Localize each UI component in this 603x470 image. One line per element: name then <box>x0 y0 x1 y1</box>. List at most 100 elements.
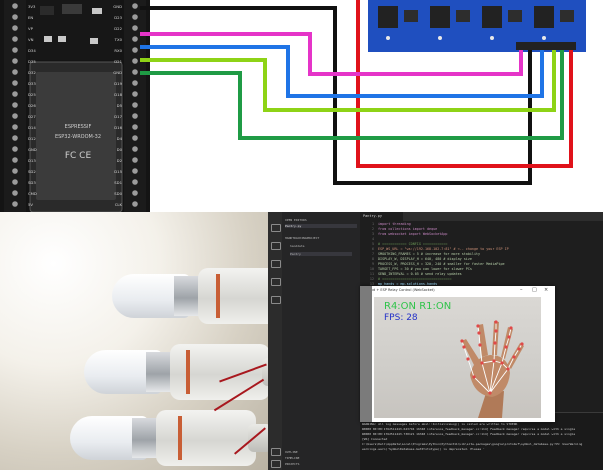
explorer-section-timeline[interactable]: TIMELINE <box>285 456 300 460</box>
transistor <box>508 10 522 22</box>
header-pin <box>12 69 18 75</box>
source-control-icon[interactable] <box>271 260 281 268</box>
palm <box>470 355 510 397</box>
left-pin-label: 5V <box>28 202 33 207</box>
header-pin <box>12 47 18 53</box>
gesture-status-text: R4:ON R1:ON <box>384 301 452 312</box>
terminal-line: WARNING: All log messages before absl::I… <box>362 422 518 426</box>
left-pin-label: EN <box>28 15 33 20</box>
relay-channels <box>378 6 574 40</box>
smd-component <box>90 38 98 44</box>
left-pin-label: D34 <box>28 48 36 53</box>
extensions-icon[interactable] <box>271 296 281 304</box>
chip-brand-label: ESPRESSIF <box>65 124 92 130</box>
left-pin-label: 3V3 <box>28 4 36 9</box>
search-icon[interactable] <box>271 242 281 250</box>
line-number: 12 <box>369 277 374 281</box>
explorer-section-outline[interactable]: OUTLINE <box>285 450 298 454</box>
right-pin-label: D4 <box>117 136 123 141</box>
header-pin <box>132 80 138 86</box>
line-number: 1 <box>371 222 374 226</box>
line-number: 8 <box>371 257 374 261</box>
mounting-hole <box>438 36 442 40</box>
run-debug-icon[interactable] <box>271 278 281 286</box>
header-pin <box>132 124 138 130</box>
wires <box>140 0 573 185</box>
mounting-hole <box>490 36 494 40</box>
close-icon[interactable]: × <box>544 287 549 293</box>
terminal-line: [WS] Connected <box>362 437 388 441</box>
red-wire <box>356 0 573 168</box>
right-pin-label: GND <box>113 70 122 75</box>
camera-window[interactable]: Hand + ESP Relay Control (WebSocket) – □… <box>360 286 555 422</box>
maximize-icon[interactable]: □ <box>532 287 537 293</box>
index-finger <box>478 324 488 357</box>
header-pin <box>12 102 18 108</box>
line-number: 6 <box>371 247 374 251</box>
left-pin-label: VN <box>28 37 34 42</box>
right-pin-label: D18 <box>114 92 122 97</box>
explorer-panel: OPEN EDITORS Pantry.py HANDTRACKINGPROJE… <box>282 212 360 470</box>
left-pin-label: D32 <box>28 70 36 75</box>
line-number: 7 <box>371 252 374 256</box>
header-pin <box>132 36 138 42</box>
header-pin <box>132 135 138 141</box>
left-pin-label: SD3 <box>28 180 36 185</box>
header-pin <box>132 14 138 20</box>
landmark-points <box>460 320 524 395</box>
right-pin-label: D21 <box>114 59 122 64</box>
explorer-item-handdata[interactable]: handdata <box>290 244 305 248</box>
green-wire <box>140 50 564 140</box>
minimize-icon[interactable]: – <box>520 287 523 293</box>
header-pin <box>12 58 18 64</box>
header-pin <box>12 113 18 119</box>
line-number: 11 <box>369 272 374 276</box>
line-number: 10 <box>369 267 374 271</box>
explorer-section-project[interactable]: HANDTRACKINGPROJECT <box>285 236 320 240</box>
left-pin-label: D14 <box>28 125 36 130</box>
code-line: 5# ============ CONFIG ============ <box>360 242 447 247</box>
lime-wire <box>140 50 556 112</box>
explorer-icon[interactable] <box>271 224 281 232</box>
gear-icon[interactable] <box>271 460 281 468</box>
header-pin <box>12 146 18 152</box>
smd-component <box>92 8 102 14</box>
code-text: from collections import deque <box>378 227 438 231</box>
explorer-item-pantry[interactable]: Pantry.py <box>285 224 357 228</box>
header-pin <box>12 3 18 9</box>
fps-counter: FPS: 28 <box>384 313 418 323</box>
explorer-item-pantry-file[interactable]: Pantry <box>290 252 352 256</box>
optocoupler <box>534 6 554 28</box>
right-pin-label: D17 <box>114 114 122 119</box>
explorer-section-projects[interactable]: PROJECTS <box>285 462 300 466</box>
left-pin-label: D35 <box>28 59 36 64</box>
window-backdrop <box>360 286 372 422</box>
right-pin-label: SD1 <box>114 180 122 185</box>
right-pin-label: CLK <box>115 202 123 207</box>
left-pin-label: D12 <box>28 136 36 141</box>
mounting-hole <box>386 36 390 40</box>
left-pin-label: CMD <box>28 191 37 196</box>
explorer-section-open-editors[interactable]: OPEN EDITORS <box>285 218 307 222</box>
header-pin <box>132 179 138 185</box>
right-pin-label: D19 <box>114 81 122 86</box>
right-pin-dots <box>132 3 138 207</box>
header-pin <box>12 14 18 20</box>
header-pin <box>132 102 138 108</box>
tab-pantry[interactable]: Pantry.py <box>360 212 403 221</box>
code-text: from websocket import WebSocketApp <box>378 232 448 236</box>
camera-window-title: Hand + ESP Relay Control (WebSocket) <box>360 286 555 295</box>
account-icon[interactable] <box>271 448 281 456</box>
relay-input-header <box>516 42 576 50</box>
boot-button <box>40 6 54 15</box>
thumb <box>462 339 480 365</box>
header-pin <box>132 47 138 53</box>
wiring-svg: 3V3ENVPVND34D35D32D33D25D26D27D14D12GNDD… <box>0 0 586 212</box>
terminal-line: warnings.warn('SymbolDatabase.GetPrototy… <box>362 447 485 451</box>
